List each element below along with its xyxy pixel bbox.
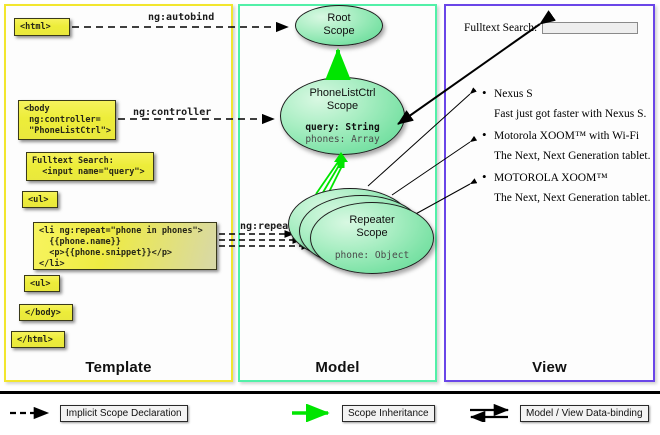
scope-repeater-title-2: Scope bbox=[356, 227, 388, 239]
scope-phonelistctrl-title-2: Scope bbox=[326, 100, 359, 112]
legend-label-implicit-scope-declaration: Implicit Scope Declaration bbox=[60, 404, 188, 422]
column-label-model: Model bbox=[315, 359, 360, 376]
scope-repeater-prop-phone: phone: Object bbox=[334, 250, 410, 261]
scope-phonelistctrl-title-1: PhoneListCtrl bbox=[309, 87, 376, 99]
legend-label-model-view-databinding: Model / View Data-binding bbox=[520, 404, 649, 422]
connector-label-ng-repeat: ng:repeat bbox=[240, 221, 295, 232]
scope-root[interactable]: Root Scope bbox=[295, 5, 383, 46]
view-item-snippet: The Next, Next Generation tablet. bbox=[494, 192, 651, 204]
code-box-html-open[interactable]: <html> bbox=[14, 18, 70, 36]
scope-repeater[interactable]: Repeater Scope phone: Object bbox=[310, 202, 434, 274]
view-search-row: Fulltext Search: bbox=[464, 22, 639, 34]
list-item[interactable]: Nexus S Fast just got faster with Nexus … bbox=[480, 85, 660, 122]
legend-divider bbox=[0, 391, 660, 394]
column-view: Fulltext Search: Nexus S Fast just got f… bbox=[444, 4, 655, 382]
connector-label-ng-controller: ng:controller bbox=[133, 107, 212, 118]
scope-phonelistctrl[interactable]: PhoneListCtrl Scope query: String phones… bbox=[280, 77, 405, 155]
code-box-li-repeat[interactable]: <li ng:repeat="phone in phones"> {{phone… bbox=[33, 222, 217, 270]
green-arrow-icon bbox=[292, 404, 330, 422]
code-box-fulltext-search[interactable]: Fulltext Search: <input name="query"> bbox=[26, 152, 154, 181]
legend-item-implicit-scope-declaration: Implicit Scope Declaration bbox=[8, 404, 188, 422]
legend-item-model-view-databinding: Model / View Data-binding bbox=[468, 404, 649, 422]
connector-label-ng-autobind: ng:autobind bbox=[148, 12, 215, 23]
view-rendered-page: Fulltext Search: Nexus S Fast just got f… bbox=[454, 14, 650, 354]
scope-phonelistctrl-prop-phones: phones: Array bbox=[305, 134, 380, 145]
double-arrow-icon bbox=[469, 404, 510, 422]
code-box-html-close[interactable]: </html> bbox=[11, 331, 65, 348]
view-item-snippet: Fast just got faster with Nexus S. bbox=[494, 108, 647, 120]
code-box-ul-close[interactable]: <ul> bbox=[24, 275, 60, 292]
view-search-label: Fulltext Search: bbox=[464, 22, 538, 34]
legend-label-scope-inheritance: Scope Inheritance bbox=[342, 404, 435, 422]
dashed-arrow-icon bbox=[10, 406, 50, 420]
legend: Implicit Scope Declaration Scope Inherit… bbox=[0, 398, 660, 434]
list-item[interactable]: Motorola XOOM™ with Wi-Fi The Next, Next… bbox=[480, 127, 660, 164]
code-box-ul-open[interactable]: <ul> bbox=[22, 191, 58, 208]
view-item-name: MOTOROLA XOOM™ bbox=[480, 169, 660, 186]
code-box-body-controller[interactable]: <body ng:controller= "PhoneListCtrl"> bbox=[18, 100, 116, 140]
scope-repeater-title-1: Repeater bbox=[349, 214, 395, 226]
view-phone-list: Nexus S Fast just got faster with Nexus … bbox=[480, 85, 660, 212]
view-item-name: Nexus S bbox=[480, 85, 660, 102]
scope-phonelistctrl-prop-query: query: String bbox=[305, 122, 380, 133]
view-item-snippet: The Next, Next Generation tablet. bbox=[494, 150, 651, 162]
legend-item-scope-inheritance: Scope Inheritance bbox=[290, 404, 435, 422]
column-label-view: View bbox=[532, 359, 567, 376]
scope-root-title-2: Scope bbox=[323, 25, 355, 37]
scope-root-title-1: Root bbox=[327, 12, 351, 24]
view-search-input[interactable] bbox=[542, 22, 639, 34]
view-item-name: Motorola XOOM™ with Wi-Fi bbox=[480, 127, 660, 144]
list-item[interactable]: MOTOROLA XOOM™ The Next, Next Generation… bbox=[480, 169, 660, 206]
column-label-template: Template bbox=[85, 359, 152, 376]
code-box-body-close[interactable]: </body> bbox=[19, 304, 73, 321]
